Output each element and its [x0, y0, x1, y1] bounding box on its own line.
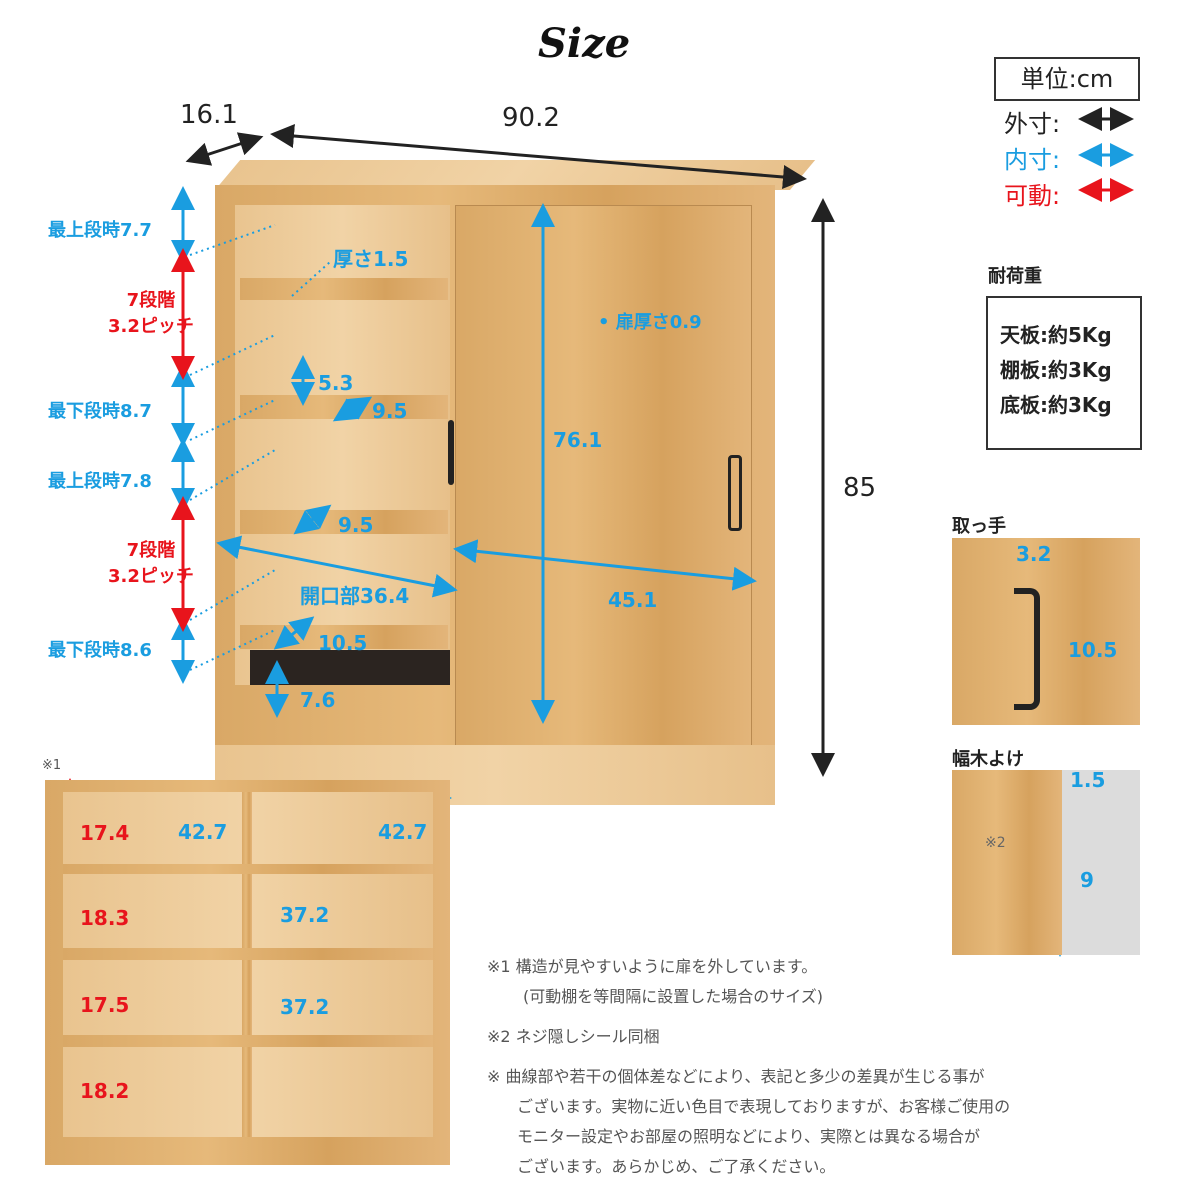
open-shelf-photo: [45, 780, 450, 1165]
screw-note-mark: ※2: [985, 835, 1006, 851]
door-thickness-label: • 扉厚さ0.9: [598, 312, 702, 333]
note-2: ※2 ネジ隠しシール同梱: [487, 1027, 660, 1046]
width-label: 90.2: [502, 103, 560, 133]
top-max-label: 最上段時7.7: [48, 220, 152, 241]
shelf-height-label: 5.3: [318, 371, 354, 395]
pitch-text: 3.2ピッチ: [108, 316, 194, 337]
shelf-depth-label: 9.5: [338, 513, 374, 537]
unit-box: 単位:cm: [994, 57, 1140, 101]
baseboard-heading: 幅木よけ: [952, 749, 1024, 770]
legend-movable: 可動:: [1004, 182, 1061, 210]
page-title: Size: [538, 20, 631, 67]
load-box: 天板:約5Kg 棚板:約3Kg 底板:約3Kg: [986, 296, 1142, 450]
notes: ※1 構造が見やすいように扉を外しています。 (可動棚を等間隔に設置した場合のサ…: [487, 952, 1010, 1182]
pitch-label-2: 7段階 3.2ピッチ: [108, 538, 194, 590]
handle-photo: [952, 538, 1140, 725]
opening-label: 開口部36.4: [300, 584, 410, 608]
open-height-label: 17.5: [80, 993, 130, 1017]
load-top: 天板:約5Kg: [1000, 323, 1112, 347]
handle-height-label: 10.5: [1068, 638, 1118, 662]
legend-inner: 内寸:: [1004, 146, 1061, 174]
shelf: [240, 510, 448, 534]
pitch-text: 3.2ピッチ: [108, 566, 194, 587]
legend-outer: 外寸:: [1004, 110, 1061, 138]
baseboard-height-label: 9: [1080, 868, 1094, 892]
shelf: [63, 864, 433, 874]
depth-arrow: [185, 132, 264, 166]
open-height-label: 17.4: [80, 821, 130, 845]
load-heading: 耐荷重: [988, 266, 1042, 287]
note-3-line: モニター設定やお部屋の照明などにより、実際とは異なる場合が: [517, 1127, 981, 1146]
door-height-label: 76.1: [553, 428, 603, 452]
depth-label: 16.1: [180, 100, 238, 130]
steps-text: 7段階: [126, 540, 176, 561]
note-3-line: ございます。あらかじめ、ご了承ください。: [517, 1157, 836, 1176]
open-inner-height-label: 37.2: [280, 995, 330, 1019]
divider: [242, 792, 252, 1137]
shelf-depth-label: 10.5: [318, 631, 368, 655]
note-1-sub: (可動棚を等間隔に設置した場合のサイズ): [523, 987, 824, 1006]
door-thickness-text: 扉厚さ0.9: [615, 312, 702, 333]
pitch-label-1: 7段階 3.2ピッチ: [108, 288, 194, 340]
open-height-label: 18.2: [80, 1079, 130, 1103]
open-width-label: 42.7: [378, 820, 428, 844]
bottom-max-label-2: 最下段時8.6: [48, 640, 152, 661]
note-3: ※ 曲線部や若干の個体差などにより、表記と多少の差異が生じる事が: [487, 1067, 985, 1086]
shelf: [63, 948, 433, 960]
baseboard-photo: [952, 770, 1140, 955]
note-3-line: ございます。実物に近い色目で表現しておりますが、お客様ご使用の: [517, 1097, 1011, 1116]
side-panel: [952, 770, 1062, 955]
sliding-door: [455, 205, 752, 747]
open-width-label: 42.7: [178, 820, 228, 844]
door-handle: [728, 455, 742, 531]
open-view-mark: ※1: [42, 758, 62, 773]
width-arrow: [270, 124, 807, 189]
note-1: ※1 構造が見やすいように扉を外しています。: [487, 957, 818, 976]
top-max-label-2: 最上段時7.8: [48, 471, 152, 492]
handle-heading: 取っ手: [952, 516, 1006, 537]
unit-label: 単位:cm: [1020, 65, 1114, 93]
door-handle: [448, 420, 454, 485]
shelf-depth-label: 9.5: [372, 399, 408, 423]
load-shelf: 棚板:約3Kg: [1000, 358, 1112, 382]
load-bottom: 底板:約3Kg: [1000, 393, 1112, 417]
open-height-label: 18.3: [80, 906, 130, 930]
thickness-label: 厚さ1.5: [333, 247, 409, 271]
steps-text: 7段階: [126, 290, 176, 311]
shelf: [63, 1035, 433, 1047]
open-inner-height-label: 37.2: [280, 903, 330, 927]
baseboard-width-label: 1.5: [1070, 768, 1106, 792]
bottom-max-label: 最下段時8.7: [48, 401, 152, 422]
plinth-label: 7.6: [300, 688, 336, 712]
handle-width-label: 3.2: [1016, 542, 1052, 566]
handle-icon: [1014, 588, 1040, 710]
door-width-label: 45.1: [608, 588, 658, 612]
height-label: 85: [843, 473, 877, 503]
shelf: [240, 278, 448, 300]
